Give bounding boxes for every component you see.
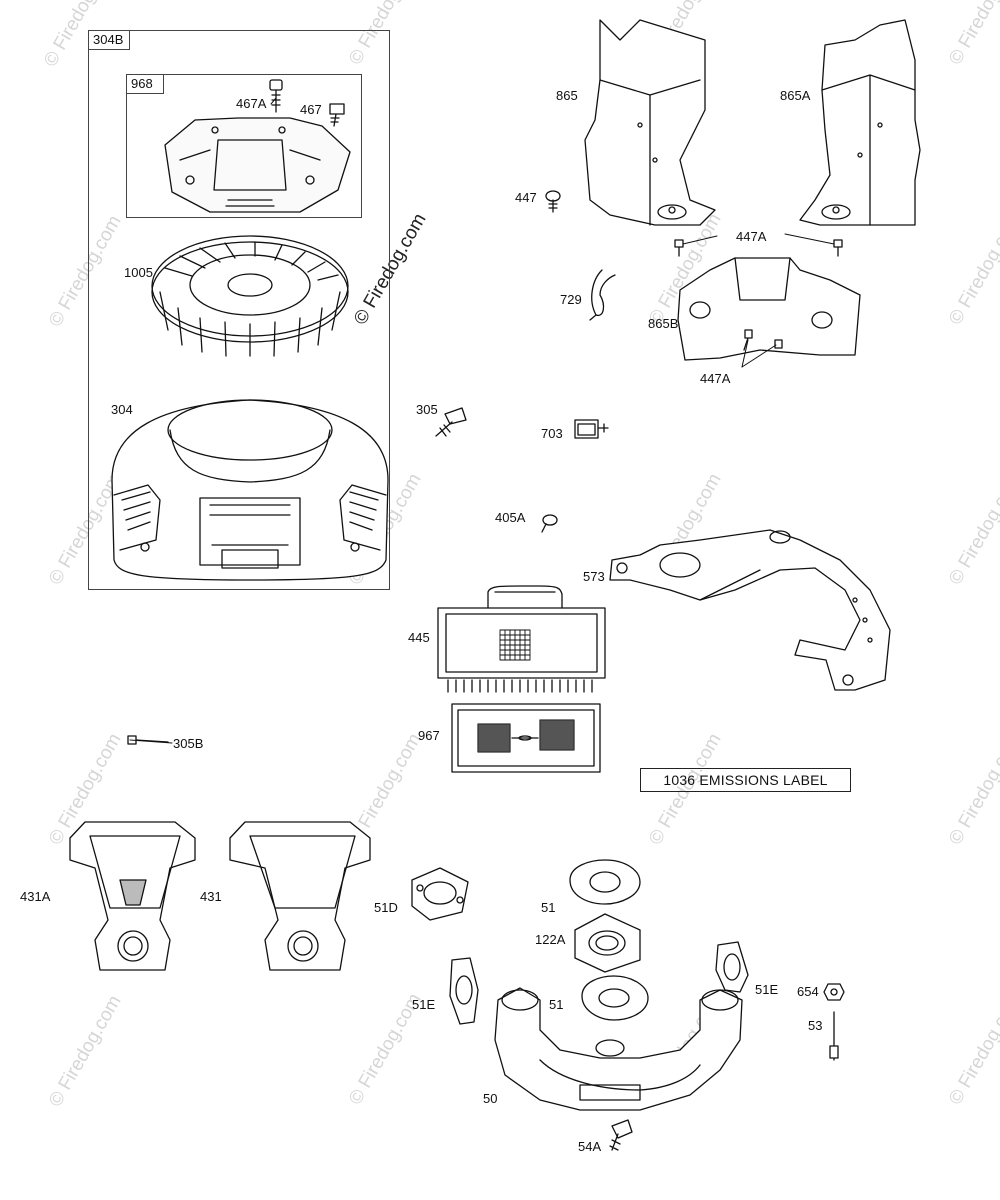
callout-703: 703: [541, 426, 563, 441]
screw-467a-art: [269, 79, 283, 113]
air-guide-431a-art: [69, 821, 196, 971]
callout-305: 305: [416, 402, 438, 417]
callout-305b: 305B: [173, 736, 204, 751]
callout-447a-top: 447A: [736, 229, 767, 244]
stud-53-art: [829, 1011, 839, 1061]
screw-447-art: [545, 190, 561, 213]
callout-431: 431: [200, 889, 222, 904]
callout-51-top: 51: [541, 900, 556, 915]
callout-304: 304: [111, 402, 133, 417]
box-label-968: 968: [131, 76, 153, 91]
leader-lines: [129, 97, 835, 744]
air-guide-431-art: [229, 821, 371, 971]
exhaust-manifold-50-art: [494, 987, 743, 1111]
callout-967: 967: [418, 728, 440, 743]
spacer-122a-art: [574, 913, 641, 973]
callout-467: 467: [300, 102, 322, 117]
emissions-label-box: 1036 EMISSIONS LABEL: [640, 768, 851, 792]
callout-51e-left: 51E: [412, 997, 436, 1012]
callout-447: 447: [515, 190, 537, 205]
callout-573: 573: [583, 569, 605, 584]
callout-431a: 431A: [20, 889, 51, 904]
pre-cleaner-967-art: [451, 703, 601, 773]
air-filter-445-art: [437, 585, 606, 693]
callout-865: 865: [556, 88, 578, 103]
cylinder-shroud-865-art: [584, 19, 716, 226]
callout-1005: 1005: [124, 265, 153, 280]
box-title-968: [126, 74, 164, 94]
callout-53: 53: [808, 1018, 823, 1033]
cylinder-shroud-865a-art: [799, 19, 921, 226]
clip-729-art: [589, 269, 616, 321]
nut-654-art: [823, 983, 845, 1001]
blower-housing-art: [111, 399, 389, 581]
kit-box-304b: [88, 30, 390, 590]
screw-405a-art: [541, 514, 558, 533]
callout-51-mid: 51: [549, 997, 564, 1012]
callout-50: 50: [483, 1091, 498, 1106]
cylinder-baffle-573-art: [609, 529, 891, 691]
callout-54a: 54A: [578, 1139, 602, 1154]
gasket-51-top-art: [569, 859, 641, 905]
callout-445: 445: [408, 630, 430, 645]
screw-447a-pair-art: [674, 239, 843, 257]
callout-865a: 865A: [780, 88, 811, 103]
callout-467a: 467A: [236, 96, 267, 111]
box-label-304b: 304B: [93, 32, 124, 47]
gasket-51e-left-art: [449, 957, 479, 1025]
callout-122a: 122A: [535, 932, 566, 947]
callout-729: 729: [560, 292, 582, 307]
callout-51d: 51D: [374, 900, 398, 915]
kit-box-968: [126, 74, 362, 218]
bolt-305-art: [435, 407, 467, 437]
box-title-304b: [88, 30, 130, 50]
cylinder-shroud-865b-art: [677, 257, 861, 361]
screw-467-art: [329, 103, 345, 127]
gasket-51d-art: [411, 867, 469, 921]
clamp-703-art: [574, 419, 609, 439]
gasket-51e-right-art: [715, 941, 749, 993]
callout-447a-bottom: 447A: [700, 371, 731, 386]
blower-housing-top-art: [164, 117, 351, 213]
bolt-54a-art: [609, 1119, 633, 1151]
callout-654: 654: [797, 984, 819, 999]
callout-51e-right: 51E: [755, 982, 779, 997]
flywheel-fan-art: [151, 235, 349, 357]
callout-405a: 405A: [495, 510, 526, 525]
gasket-51-mid-art: [581, 975, 649, 1021]
callout-865b: 865B: [648, 316, 679, 331]
